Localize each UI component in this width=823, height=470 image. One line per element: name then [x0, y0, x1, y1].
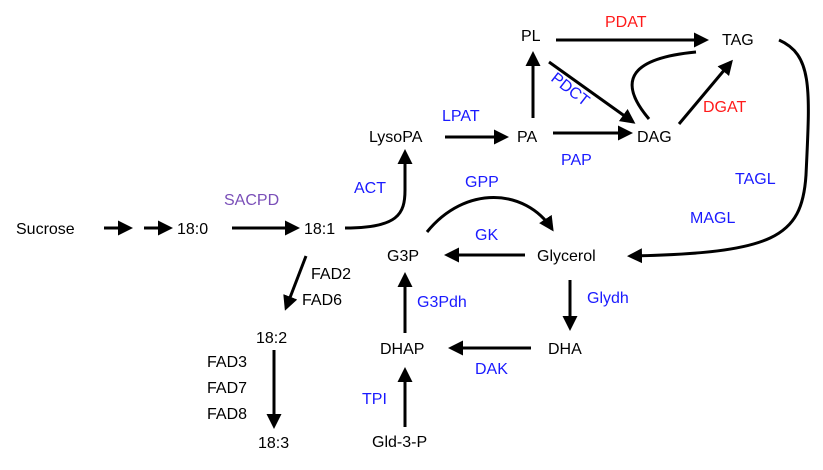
metabolite-labels: Sucrose 18:0 18:1 18:2 18:3 LysoPA PA PL… [16, 28, 754, 452]
enzyme-act: ACT [354, 180, 386, 197]
metabolite-pa: PA [517, 129, 537, 146]
enzyme-dak: DAK [475, 361, 508, 378]
enzyme-tagl: TAGL [735, 171, 776, 188]
arrow-dag-curve-to-tag [630, 50, 697, 120]
metabolite-sucrose: Sucrose [16, 221, 75, 238]
arrow-pl-to-dag [548, 60, 636, 124]
enzyme-sacpd: SACPD [224, 192, 279, 209]
enzyme-pap: PAP [561, 152, 592, 169]
metabolite-18-0: 18:0 [177, 221, 208, 238]
enzyme-labels: SACPD ACT LPAT PDCT PAP PDAT DGAT TAGL M… [207, 14, 776, 423]
metabolite-glycerol: Glycerol [537, 248, 596, 265]
enzyme-g3pdh: G3Pdh [417, 294, 467, 311]
arrow-dag-to-tag [677, 59, 733, 125]
metabolite-tag: TAG [722, 32, 754, 49]
metabolite-18-3: 18:3 [258, 435, 289, 452]
enzyme-magl: MAGL [690, 210, 735, 227]
metabolite-18-2: 18:2 [256, 330, 287, 347]
metabolite-dha: DHA [548, 341, 582, 358]
metabolite-gld3p: Gld-3-P [372, 434, 427, 451]
metabolite-g3p: G3P [387, 248, 419, 265]
enzyme-glydh: Glydh [587, 290, 629, 307]
enzyme-gpp: GPP [465, 174, 499, 191]
arrow-18-1-to-lysopa [344, 149, 413, 230]
arrow-tag-to-glycerol [627, 38, 810, 264]
enzyme-dgat: DGAT [703, 99, 746, 116]
pathway-arrows [104, 32, 810, 429]
enzyme-fad6: FAD6 [302, 292, 342, 309]
metabolite-dag: DAG [637, 129, 672, 146]
enzyme-pdat: PDAT [605, 14, 647, 31]
enzyme-gk: GK [475, 227, 498, 244]
enzyme-lpat: LPAT [442, 108, 480, 125]
metabolite-lysopa: LysoPA [369, 129, 423, 146]
arrow-18-1-to-18-2 [283, 255, 308, 311]
metabolite-dhap: DHAP [380, 341, 424, 358]
enzyme-fad3: FAD3 [207, 354, 247, 371]
arrow-g3p-to-glycerol [425, 196, 554, 233]
metabolite-pl: PL [521, 28, 541, 45]
enzyme-fad8: FAD8 [207, 406, 247, 423]
enzyme-tpi: TPI [362, 391, 387, 408]
metabolite-18-1: 18:1 [304, 221, 335, 238]
enzyme-fad7: FAD7 [207, 380, 247, 397]
enzyme-fad2: FAD2 [311, 266, 351, 283]
